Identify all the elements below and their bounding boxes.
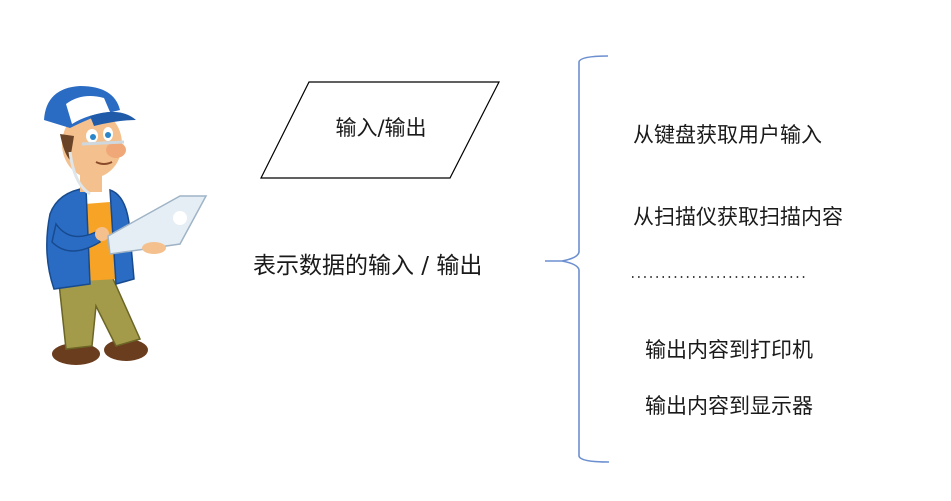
- example-keyboard-input: 从键盘获取用户输入: [633, 123, 822, 147]
- example-display-output: 输出内容到显示器: [645, 394, 813, 418]
- io-parallelogram-shape: [260, 81, 500, 179]
- io-description: 表示数据的输入 / 输出: [253, 253, 483, 279]
- curly-brace: [545, 55, 610, 463]
- example-printer-output: 输出内容到打印机: [645, 338, 813, 362]
- example-scanner-input: 从扫描仪获取扫描内容: [633, 205, 843, 229]
- person-with-laptop-illustration: [44, 86, 208, 365]
- io-shape-label: 输入/输出: [335, 116, 427, 140]
